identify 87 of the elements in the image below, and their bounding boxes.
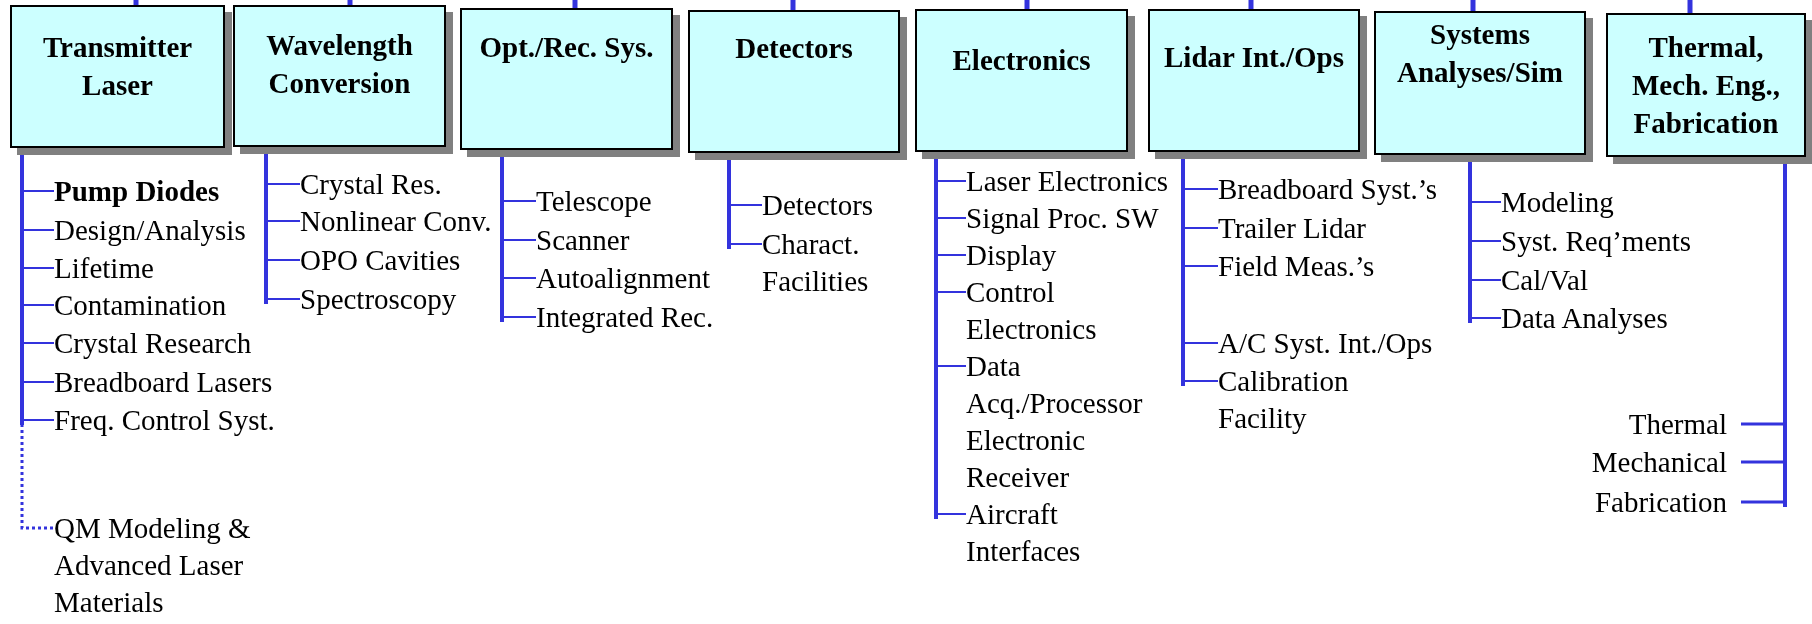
- branch-line: [1469, 279, 1502, 281]
- item-label: Laser Electronics: [966, 162, 1169, 200]
- category-title: Thermal, Mech. Eng., Fabrication: [1630, 30, 1782, 141]
- item-label: Syst. Req’ments: [1501, 222, 1692, 260]
- item-label: OPO Cavities: [300, 241, 461, 279]
- item-label: Breadboard Lasers: [54, 363, 273, 401]
- connector-line: [133, 0, 139, 5]
- item-label: Contamination: [54, 286, 227, 324]
- item-label: Modeling: [1501, 183, 1614, 221]
- item-label: Pump Diodes: [54, 172, 220, 210]
- item-label: Thermal: [1628, 405, 1727, 443]
- item-label: Cal/Val: [1501, 261, 1588, 299]
- connector-line: [1248, 0, 1254, 9]
- item-label: Telescope: [536, 182, 652, 220]
- category-title: Transmitter Laser: [41, 30, 194, 103]
- item-label: Autoalignment: [536, 259, 710, 297]
- connector-line: [347, 0, 353, 5]
- item-label: Fabrication: [1594, 483, 1727, 521]
- item-label: Design/Analysis: [54, 211, 246, 249]
- branch-line: [1182, 265, 1219, 267]
- branch-line: [1182, 380, 1219, 382]
- item-label: Data Acq./Processor Electronic Receiver: [966, 347, 1171, 496]
- branch-line: [21, 304, 55, 306]
- branch-line: [265, 259, 301, 261]
- item-label: Field Meas.’s: [1218, 247, 1375, 285]
- connector-line: [1687, 0, 1693, 13]
- item-label: Display: [966, 236, 1057, 274]
- item-label: Mechanical: [1591, 443, 1727, 481]
- item-label: Crystal Res.: [300, 165, 442, 203]
- connector-line: [1024, 0, 1030, 9]
- item-label: QM Modeling & Advanced Laser Materials: [54, 509, 274, 621]
- branch-line: [21, 342, 55, 344]
- item-label: Control Electronics: [966, 273, 1136, 348]
- branch-line: [1741, 500, 1785, 504]
- branch-line: [935, 254, 967, 256]
- branch-line: [935, 513, 967, 515]
- item-label: Data Analyses: [1501, 299, 1668, 337]
- branch-line: [265, 220, 301, 222]
- branch-line: [21, 381, 55, 383]
- branch-line: [1182, 227, 1219, 229]
- branch-line: [935, 365, 967, 367]
- connector-line: [790, 0, 796, 10]
- branch-line: [501, 316, 537, 318]
- branch-line: [1469, 240, 1502, 242]
- item-label: Aircraft Interfaces: [966, 495, 1136, 570]
- branch-line: [1182, 188, 1219, 190]
- branch-line: [21, 419, 55, 421]
- category-title: Lidar Int./Ops: [1163, 40, 1345, 75]
- branch-line: [501, 277, 537, 279]
- branch-line: [1469, 201, 1502, 203]
- branch-line: [728, 204, 763, 206]
- branch-line: [1469, 317, 1502, 319]
- branch-line: [1741, 422, 1785, 426]
- item-label: Charact. Facilities: [762, 225, 902, 300]
- item-label: Freq. Control Syst.: [54, 401, 275, 439]
- item-label: Signal Proc. SW: [966, 199, 1159, 237]
- branch-line: [21, 190, 55, 192]
- branch-line: [501, 200, 537, 202]
- item-label: Calibration Facility: [1218, 362, 1418, 437]
- item-label: Detectors: [762, 186, 874, 224]
- branch-line: [1182, 342, 1219, 344]
- branch-line: [1741, 460, 1785, 464]
- connector-line: [572, 0, 578, 8]
- category-title: Systems Analyses/Sim: [1396, 17, 1564, 90]
- item-label: Scanner: [536, 221, 630, 259]
- branch-line: [265, 183, 301, 185]
- branch-line: [728, 243, 763, 245]
- category-title: Electronics: [951, 43, 1092, 78]
- branch-line: [935, 291, 967, 293]
- item-label: Nonlinear Conv.: [300, 202, 492, 240]
- item-label: Crystal Research: [54, 324, 252, 362]
- item-label: Spectroscopy: [300, 280, 457, 318]
- item-label: A/C Syst. Int./Ops: [1218, 324, 1433, 362]
- branch-line: [265, 298, 301, 300]
- branch-line: [21, 267, 55, 269]
- item-label: Integrated Rec.: [536, 298, 714, 336]
- branch-line: [21, 229, 55, 231]
- branch-line: [935, 217, 967, 219]
- item-label: Trailer Lidar: [1218, 209, 1366, 247]
- category-title: Wavelength Conversion: [265, 28, 414, 101]
- item-label: Breadboard Syst.’s: [1218, 170, 1438, 208]
- category-title: Detectors: [734, 31, 854, 66]
- branch-line: [501, 239, 537, 241]
- connector-line: [1470, 0, 1476, 11]
- branch-line: [935, 180, 967, 182]
- item-label: Lifetime: [54, 249, 154, 287]
- category-title: Opt./Rec. Sys.: [478, 30, 655, 65]
